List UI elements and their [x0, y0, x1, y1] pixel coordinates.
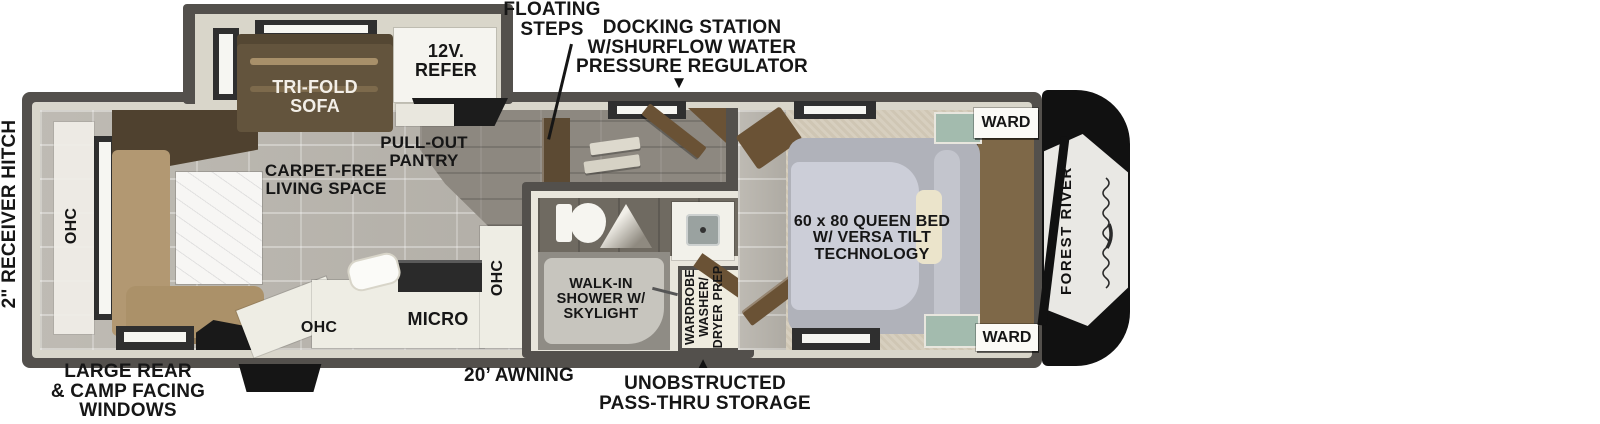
- tri-fold-sofa-seam2: [250, 86, 378, 92]
- ward-top-box: WARD: [974, 108, 1038, 138]
- receiver-hitch-label: 2" RECEIVER HITCH: [0, 119, 20, 309]
- pantry-cabinet: [396, 104, 454, 126]
- rear-ohc-label: OHC: [63, 207, 80, 245]
- ward-bottom-box: WARD: [976, 324, 1038, 351]
- rear-ohc-cabinet: [54, 122, 94, 334]
- tri-fold-sofa-label: TRI-FOLD SOFA: [272, 77, 358, 116]
- queen-bed-label: 60 x 80 QUEEN BED W/ VERSA TILT TECHNOLO…: [793, 213, 951, 263]
- ward-bottom-label: WARD: [982, 328, 1032, 346]
- bedroom-window-bottom-pane: [802, 334, 870, 343]
- shower-label: WALK-IN SHOWER W/ SKYLIGHT: [556, 276, 646, 322]
- queen-bed-sheet: [791, 162, 919, 310]
- rear-windows-label: LARGE REAR & CAMP FACING WINDOWS: [50, 361, 206, 422]
- pass-thru-arrow: ▲: [695, 355, 711, 372]
- range-stove: [398, 260, 482, 292]
- kitchen-ohc-label: OHC: [300, 319, 338, 336]
- tri-fold-sofa: [237, 34, 393, 132]
- tri-fold-sofa-seam: [250, 58, 378, 65]
- refer-label: 12V. REFER: [414, 41, 477, 80]
- shower-pan: [544, 258, 664, 344]
- exterior-storage-box: [238, 364, 322, 392]
- docking-station-label: DOCKING STATION W/SHURFLOW WATER PRESSUR…: [576, 17, 808, 78]
- kitchen-ohc-side-cabinet: [480, 226, 522, 348]
- awning-label: 20’ AWNING: [463, 365, 575, 386]
- camp-side-window-pane: [124, 332, 186, 342]
- entry-door-panel: [542, 118, 570, 186]
- toilet-bowl: [570, 203, 606, 243]
- wardrobe-label: WARDROBE WASHER/ DRYER PREP: [683, 265, 725, 349]
- refer-box: [394, 28, 496, 102]
- brand-signature-squiggle: [1102, 177, 1113, 289]
- carpet-free-label: CARPET-FREE LIVING SPACE: [264, 161, 388, 198]
- ward-top-label: WARD: [981, 114, 1031, 131]
- kitchen-ohc-side-label: OHC: [489, 259, 506, 297]
- pantry-label: PULL-OUT PANTRY: [380, 133, 468, 170]
- rear-wall-window-pane: [99, 142, 111, 314]
- dinette-table: [176, 172, 262, 284]
- slideout-window-pane: [219, 34, 233, 94]
- floating-steps-label: FLOATING STEPS: [503, 0, 601, 40]
- bedroom-partition-wall: [726, 108, 738, 188]
- bedroom-skylight-pane: [804, 106, 866, 114]
- brand-logo-text: FOREST RIVER: [1058, 166, 1075, 296]
- toilet: [556, 204, 572, 242]
- slideout-skylight-pane: [264, 25, 368, 33]
- bath-sink-drain: [700, 227, 706, 233]
- ward-glass-bottom: [924, 314, 980, 348]
- docking-station-arrow: ▼: [670, 73, 688, 92]
- micro-label: MICRO: [407, 309, 469, 329]
- bed-cream-pillow: [916, 190, 942, 264]
- pass-thru-label: UNOBSTRUCTED PASS-THRU STORAGE: [599, 373, 811, 414]
